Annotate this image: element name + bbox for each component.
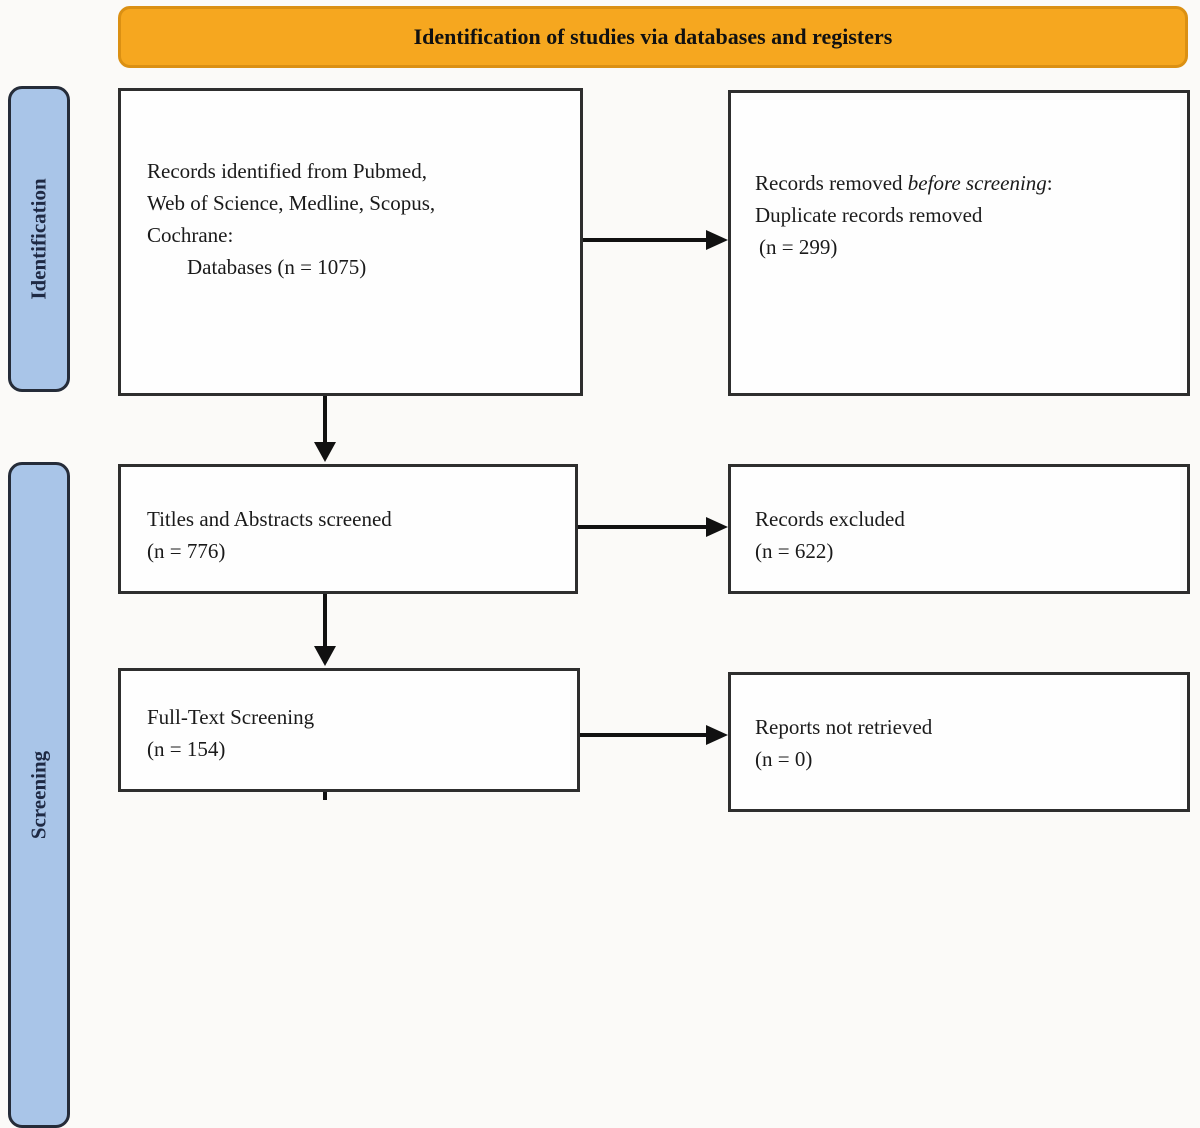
box-text-line: Titles and Abstracts screened	[147, 507, 392, 531]
box-text-line: (n = 0)	[755, 747, 813, 771]
arrowhead-row3-right	[706, 725, 728, 745]
arrowhead-box1-down	[314, 442, 336, 462]
arrowhead-row2-right	[706, 517, 728, 537]
stage-label-identification: Identification	[26, 178, 51, 300]
arrow-line-row3-right	[580, 733, 708, 737]
box-titles-abstracts-screened: Titles and Abstracts screened (n = 776)	[118, 464, 578, 594]
diagram-title: Identification of studies via databases …	[413, 24, 893, 49]
box-text-line: Databases (n = 1075)	[187, 255, 367, 279]
box-text-line: Reports not retrieved	[755, 715, 933, 739]
box-text-line: (n = 154)	[147, 737, 226, 761]
arrow-line-row2-right	[578, 525, 708, 529]
arrow-line-box3-down	[323, 594, 327, 646]
box-text-line: Records identified from Pubmed,	[147, 159, 427, 183]
box-text-line: Duplicate records removed	[755, 203, 983, 227]
box-text-line: (n = 776)	[147, 539, 226, 563]
box-text-line: (n = 622)	[755, 539, 834, 563]
box-records-removed: Records removed before screening: Duplic…	[728, 90, 1190, 396]
box-text-line: Records excluded	[755, 507, 905, 531]
arrow-line-box1-down	[323, 396, 327, 442]
arrow-line-row1-right	[583, 238, 708, 242]
box-text-line: Records removed before screening:	[755, 171, 1053, 195]
box-text-line: Cochrane:	[147, 223, 234, 247]
stage-band-screening: Screening	[8, 462, 70, 1128]
diagram-title-banner: Identification of studies via databases …	[118, 6, 1188, 68]
arrowhead-row1-right	[706, 230, 728, 250]
box-records-identified: Records identified from Pubmed, Web of S…	[118, 88, 583, 396]
box-text-line: (n = 299)	[759, 235, 838, 259]
arrow-line-box5-down-stub	[323, 792, 327, 800]
arrowhead-box3-down	[314, 646, 336, 666]
stage-label-screening: Screening	[26, 750, 51, 840]
box-reports-not-retrieved: Reports not retrieved (n = 0)	[728, 672, 1190, 812]
box-text-line: Web of Science, Medline, Scopus,	[147, 191, 436, 215]
box-fulltext-screening: Full-Text Screening (n = 154)	[118, 668, 580, 792]
stage-band-identification: Identification	[8, 86, 70, 392]
box-records-excluded: Records excluded (n = 622)	[728, 464, 1190, 594]
box-text-line: Full-Text Screening	[147, 705, 315, 729]
